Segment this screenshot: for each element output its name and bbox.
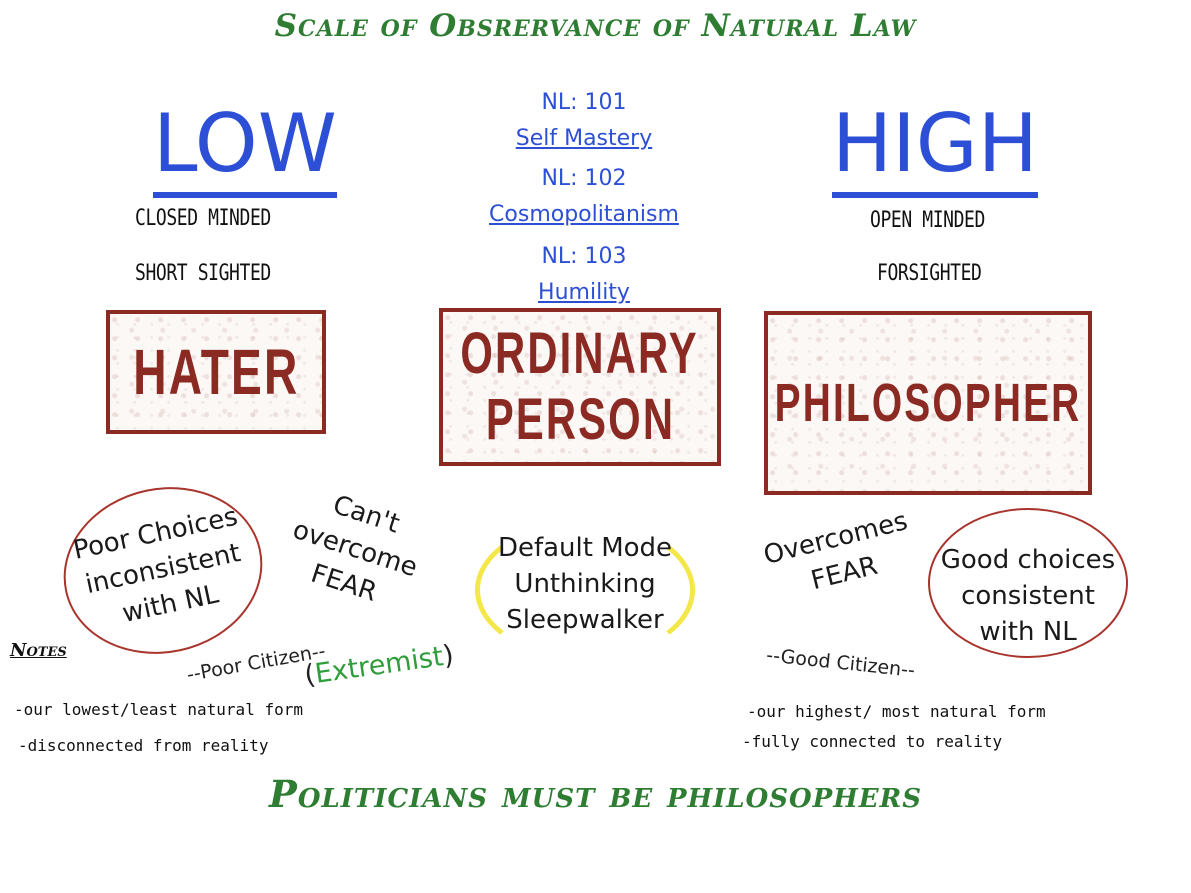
course-link-self-mastery[interactable]: Self Mastery — [515, 126, 653, 151]
ordinary-sign-line-2: PERSON — [485, 387, 675, 452]
good-citizen-label: --Good Citizen-- — [765, 644, 916, 682]
low-trait-short-sighted: SHORT SIGHTED — [135, 261, 271, 286]
default-mode-text: Default Mode Unthinking Sleepwalker — [497, 533, 673, 635]
ordinary-person-sign: ORDINARY PERSON — [439, 308, 721, 466]
diagram-title: Scale of Obsrervance of Natural Law — [274, 8, 917, 44]
good-choices-circle — [928, 508, 1128, 658]
course-code-103: NL: 103 — [541, 244, 627, 269]
notes-heading: Notes — [10, 640, 67, 661]
high-note-1: -our highest/ most natural form — [747, 702, 1046, 721]
low-level-label: LOW — [153, 104, 337, 198]
low-note-2: -disconnected from reality — [18, 736, 269, 755]
default-mode-bracket — [475, 520, 695, 660]
high-trait-open-minded: OPEN MINDED — [870, 208, 985, 233]
course-link-cosmopolitanism[interactable]: Cosmopolitanism — [489, 202, 679, 227]
extremist-label: (Extremist) — [302, 639, 456, 692]
low-note-1: -our lowest/least natural form — [14, 700, 303, 719]
low-trait-closed-minded: CLOSED MINDED — [135, 206, 271, 231]
extremist-text: Extremist — [313, 641, 446, 690]
course-code-101: NL: 101 — [541, 90, 627, 115]
high-level-label: HIGH — [832, 104, 1038, 198]
diagram-footer: Politicians must be philosophers — [269, 772, 922, 816]
ordinary-sign-line-1: ORDINARY — [460, 321, 700, 386]
good-choices-text: Good choices consistent with NL — [940, 545, 1116, 647]
overcomes-fear-text: Overcomes FEAR — [760, 506, 911, 597]
cant-overcome-fear-text: Can't overcome FEAR — [289, 489, 421, 608]
high-note-2: -fully connected to reality — [742, 732, 1003, 751]
high-trait-forsighted: FORSIGHTED — [877, 261, 982, 286]
course-code-102: NL: 102 — [541, 166, 627, 191]
course-link-humility[interactable]: Humility — [538, 280, 630, 305]
hater-sign: HATER — [106, 310, 326, 434]
philosopher-sign-text: PHILOSOPHER — [774, 373, 1082, 433]
hater-sign-text: HATER — [132, 336, 300, 408]
philosopher-sign: PHILOSOPHER — [764, 311, 1092, 495]
